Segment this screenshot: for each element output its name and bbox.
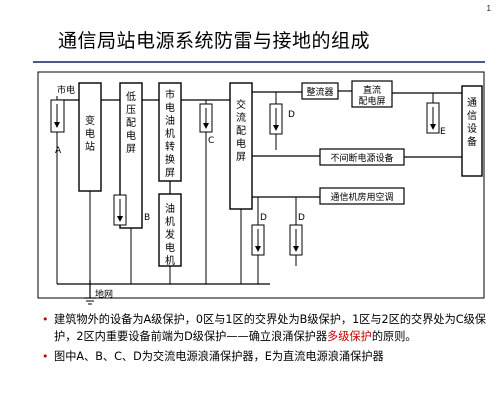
rectifier-label: 整流器 [306,86,333,98]
lv-panel-label: 低压配电屏 [126,90,136,155]
protector-e-label: E [440,127,446,137]
bullet-list: • 建筑物外的设备为A级保护，0区与1区的交界处为B级保护，1区与2区的交界处为… [42,311,488,368]
bullet-1-emphasis: 多级保护 [327,330,372,343]
bullet-dot: • [42,313,49,326]
bullet-item-1: • 建筑物外的设备为A级保护，0区与1区的交界处为B级保护，1区与2区的交界处为… [42,311,488,345]
ups-label: 不间断电源设备 [330,152,393,164]
power-system-diagram: 地网 市电 A 变电站 低压配电屏 B 市电油机转换屏 油机发电机 [37,71,485,305]
aircon-label: 通信机房用空调 [330,191,393,203]
protector-b-label: B [144,213,150,223]
substation-label: 变电站 [85,114,95,153]
dc-panel-label-line1: 直流 [363,84,381,96]
dc-panel-box [351,80,393,108]
aircon-box [319,187,405,205]
protector-a-label: A [55,146,62,156]
protector-c-label: C [208,136,214,146]
bullet-item-2: • 图中A、B、C、D为交流电源浪涌保护器，E为直流电源浪涌保护器 [42,348,488,365]
title-divider [33,61,485,63]
page-title: 通信局站电源系统防雷与接地的组成 [58,30,371,52]
dc-panel-label-line2: 配电屏 [358,95,385,107]
bullet-2-text: 图中A、B、C、D为交流电源浪涌保护器，E为直流电源浪涌保护器 [54,350,384,363]
comm-equipment-box [461,85,483,177]
diagram-frame [37,71,485,299]
generator-label: 油机发电机 [165,202,175,267]
bullet-1-text: 建筑物外的设备为A级保护，0区与1区的交界处为B级保护，1区与2区的交界处为C级… [54,313,486,343]
ac-panel-label: 交流配电屏 [236,98,246,163]
protector-d1-label: D [288,110,295,120]
protector-d3-label: D [298,213,305,223]
comm-equipment-label: 通信设备 [467,97,477,148]
bullet-1-tail: 的原则。 [371,330,417,343]
ground-label: 地网 [95,288,113,300]
page-number: 1 [486,4,491,13]
transfer-panel-label: 市电油机转换屏 [165,88,175,179]
mains-label: 市电 [57,84,75,96]
protector-d2-label: D [260,213,267,223]
bullet-dot: • [42,350,49,363]
